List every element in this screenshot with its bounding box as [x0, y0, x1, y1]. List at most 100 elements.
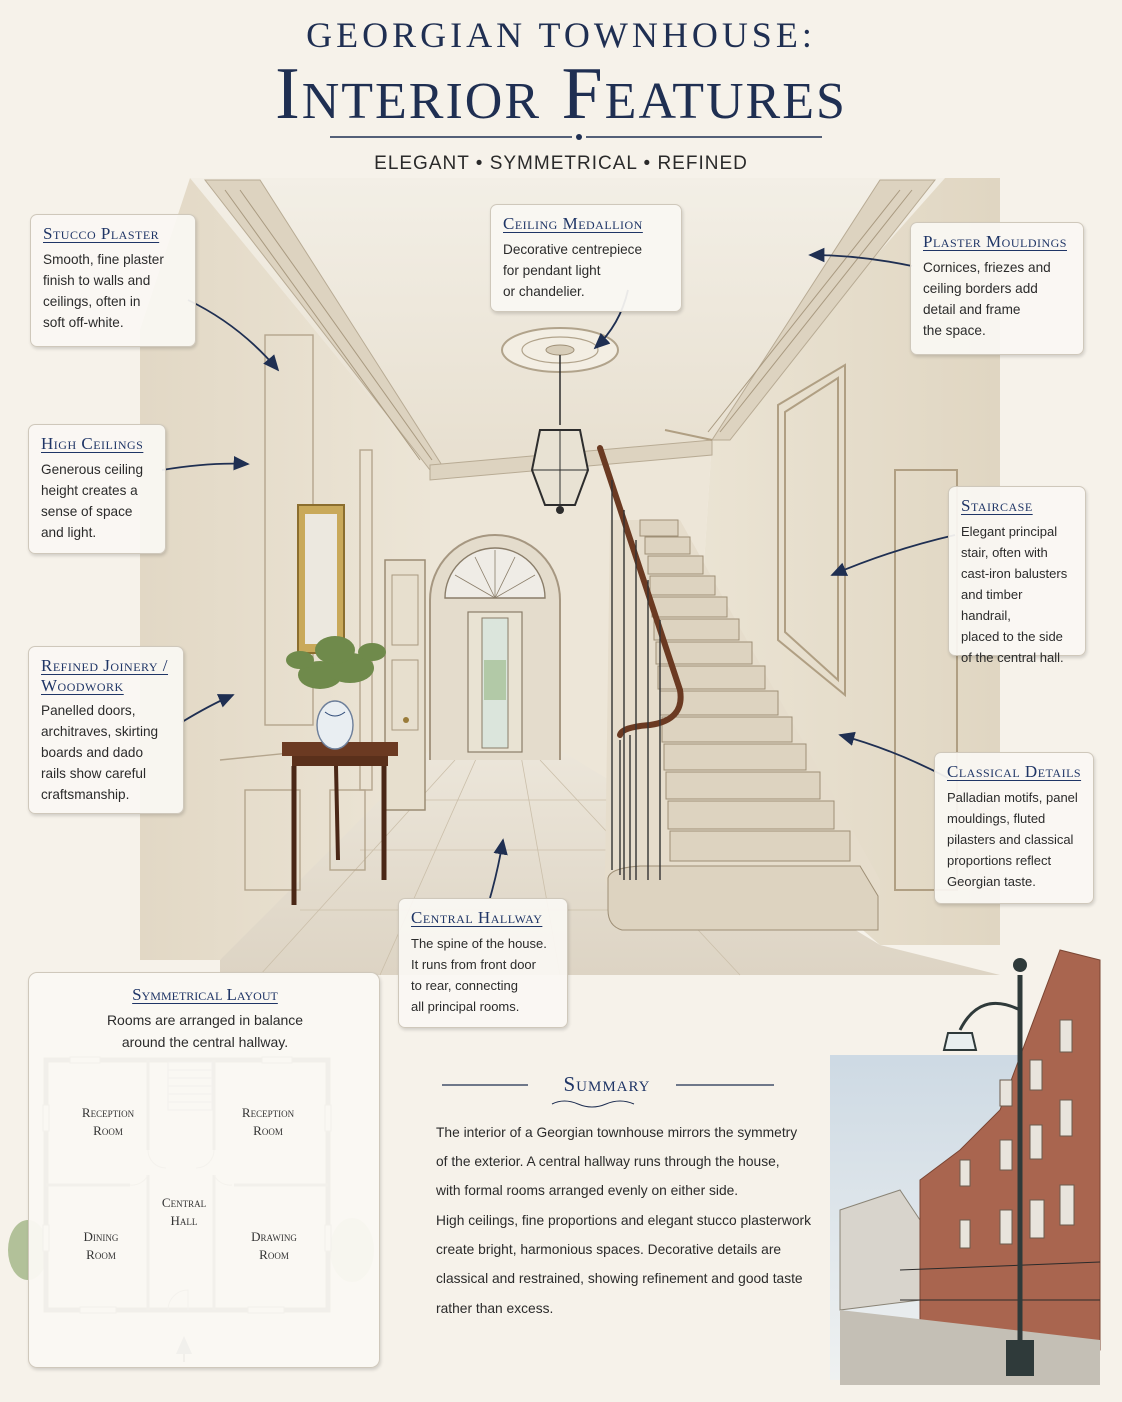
page-subtitle: ELEGANT • SYMMETRICAL • REFINED — [374, 153, 748, 174]
title-divider — [330, 134, 822, 140]
summary-line: High ceilings, fine proportions and eleg… — [436, 1213, 812, 1228]
room-reception-right: Reception Room — [222, 1104, 314, 1140]
page-title: Interior Features — [275, 53, 847, 135]
fanlight-arch — [429, 534, 561, 760]
room-label: Reception — [81, 1105, 135, 1120]
callout-line: Georgian taste. — [947, 874, 1036, 889]
callout-line: Smooth, fine plaster — [43, 252, 164, 267]
summary-line: with formal rooms arranged evenly on eit… — [436, 1183, 739, 1199]
symmetrical-layout-panel: Symmetrical Layout Rooms are arranged in… — [28, 972, 380, 1368]
callout-title: High Ceilings — [41, 434, 144, 453]
cornice-detail — [224, 189, 913, 461]
callout-line: detail and frame — [923, 302, 1021, 317]
room-dining: Dining Room — [56, 1228, 146, 1264]
callout-body: Smooth, fine plaster finish to walls and… — [43, 249, 185, 333]
callout-body: Decorative centrepiece for pendant light… — [503, 239, 671, 302]
street-scene — [830, 949, 1101, 1385]
callout-line: rails show careful — [41, 766, 147, 781]
callout-line: to rear, connecting — [411, 978, 518, 993]
summary-line: rather than excess. — [436, 1300, 554, 1316]
callout-body: Generous ceiling height creates a sense … — [41, 459, 155, 543]
callout-line: The spine of the house. — [411, 936, 547, 951]
callout-line: of the central hall. — [961, 650, 1064, 665]
arrow-hallway — [489, 838, 508, 899]
callout-line: for pendant light — [503, 263, 601, 278]
callout-line: all principal rooms. — [411, 999, 520, 1014]
room-label: Reception — [241, 1105, 295, 1120]
room-drawing: Drawing Room — [228, 1228, 320, 1264]
panelled-door-left — [384, 559, 426, 811]
callout-body: Cornices, friezes and ceiling borders ad… — [923, 257, 1073, 341]
callout-line: height creates a — [41, 483, 138, 498]
callout-line: finish to walls and — [43, 273, 151, 288]
callout-line: mouldings, fluted — [947, 811, 1046, 826]
callout-line: ceiling borders add — [923, 281, 1038, 296]
summary-line: classical and restrained, showing refine… — [436, 1271, 803, 1287]
arrow-joinery — [181, 694, 235, 723]
pendant-lantern — [530, 355, 590, 514]
summary-title: Summary — [563, 1072, 651, 1096]
callout-plaster-mouldings: Plaster Mouldings Cornices, friezes and … — [910, 222, 1084, 355]
room-central-hall: Central Hall — [144, 1194, 224, 1230]
callout-ceiling-medallion: Ceiling Medallion Decorative centrepiece… — [490, 204, 682, 312]
callout-title: Central Hallway — [411, 908, 543, 927]
ceiling-medallion — [501, 327, 619, 373]
room-label: Central — [161, 1195, 207, 1210]
callout-line: ceilings, often in — [43, 294, 141, 309]
callout-stucco-plaster: Stucco Plaster Smooth, fine plaster fini… — [30, 214, 196, 347]
callout-line: the space. — [923, 323, 986, 338]
callout-line: boards and dado — [41, 745, 144, 760]
room-label: Hall — [170, 1213, 198, 1228]
callout-staircase: Staircase Elegant principal stair, often… — [948, 486, 1086, 665]
potted-plant — [286, 636, 386, 750]
callout-line: sense of space — [41, 504, 133, 519]
callout-high-ceilings: High Ceilings Generous ceiling height cr… — [28, 424, 166, 554]
callout-line: Elegant principal — [961, 524, 1058, 539]
callout-line: placed to the side — [961, 629, 1063, 644]
arrow-staircase — [830, 534, 956, 576]
callout-title: Refined Joinery / Woodwork — [41, 656, 173, 696]
console-table — [282, 742, 398, 905]
callout-title: Plaster Mouldings — [923, 232, 1067, 251]
callout-line: Decorative centrepiece — [503, 242, 643, 257]
summary-divider — [442, 1084, 774, 1108]
callout-central-hallway: Central Hallway The spine of the house. … — [398, 898, 568, 1028]
callout-body: Panelled doors, architraves, skirting bo… — [41, 700, 173, 805]
callout-line: or chandelier. — [503, 284, 585, 299]
title-top: GEORGIAN TOWNHOUSE: — [306, 15, 816, 55]
callout-line: Cornices, friezes and — [923, 260, 1051, 275]
callout-line: pilasters and classical — [947, 832, 1074, 847]
callout-title: Classical Details — [947, 762, 1082, 781]
callout-title: Staircase — [961, 496, 1033, 515]
callout-line: soft off-white. — [43, 315, 124, 330]
gilt-mirror — [297, 504, 345, 654]
room-reception-left: Reception Room — [62, 1104, 154, 1140]
layout-line: around the central hallway. — [121, 1034, 289, 1050]
callout-line: and timber handrail, — [961, 587, 1023, 623]
callout-line: Palladian motifs, panel — [947, 790, 1078, 805]
right-wall-panels — [664, 363, 958, 891]
callout-title: Ceiling Medallion — [503, 214, 643, 233]
callout-line: proportions reflect — [947, 853, 1052, 868]
callout-body: The spine of the house. It runs from fro… — [411, 933, 557, 1017]
room-label: Room — [253, 1123, 283, 1138]
staircase — [597, 445, 880, 931]
callout-line: Generous ceiling — [41, 462, 144, 477]
callout-line: stair, often with — [961, 545, 1048, 560]
callout-body: Palladian motifs, panel mouldings, flute… — [947, 787, 1083, 892]
room-label: Room — [93, 1123, 123, 1138]
summary-line: create bright, harmonious spaces. Decora… — [436, 1242, 782, 1258]
callout-classical-details: Classical Details Palladian motifs, pane… — [934, 752, 1094, 904]
summary-paragraph-1: The interior of a Georgian townhouse mir… — [436, 1118, 836, 1206]
summary-line: of the exterior. A central hallway runs … — [436, 1154, 780, 1170]
street-lamp — [958, 975, 1023, 1370]
callout-line: and light. — [41, 525, 97, 540]
room-label: Room — [259, 1247, 289, 1262]
arrow-ceilings — [161, 456, 250, 471]
layout-title: Symmetrical Layout — [132, 985, 278, 1004]
callout-line: It runs from front door — [411, 957, 536, 972]
callout-title: Stucco Plaster — [43, 224, 160, 243]
arrow-mouldings — [808, 247, 913, 267]
callout-body: Elegant principal stair, often with cast… — [961, 521, 1075, 668]
room-label: Room — [86, 1247, 116, 1262]
